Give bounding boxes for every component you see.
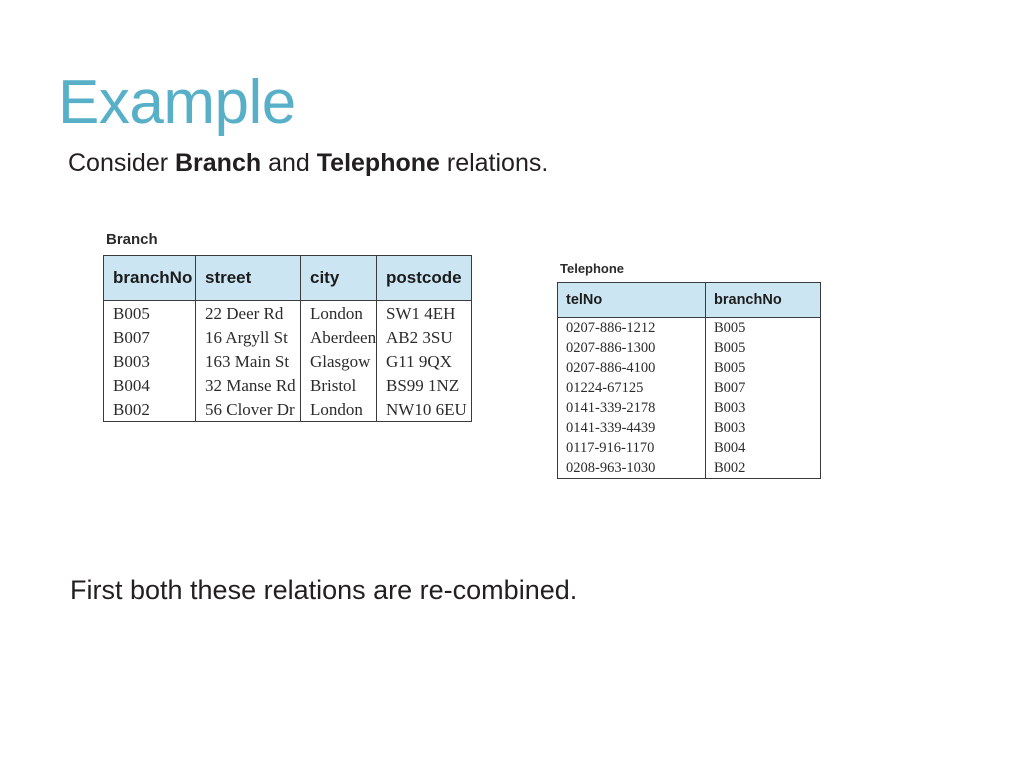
table-cell: London [300, 300, 377, 325]
subtitle-relation-telephone: Telephone [316, 149, 440, 177]
table-cell: B007 [103, 325, 196, 349]
table-cell: B005 [714, 339, 746, 356]
table-row: 0207-886-4100 B005 [557, 358, 821, 378]
table-row: 0117-916-1170 B004 [557, 438, 821, 458]
subtitle-lead: Consider [68, 149, 175, 177]
table-cell: B005 [103, 300, 196, 325]
table-cell: Aberdeen [300, 325, 377, 349]
table-cell: 32 Manse Rd [195, 373, 301, 397]
table-cell: 0117-916-1170 [557, 438, 706, 458]
table-cell: 0207-886-1300 [557, 338, 706, 358]
table-cell: B005 [714, 319, 746, 336]
subtitle-conjunction: and [261, 149, 317, 177]
subtitle-line: Consider Branch and Telephone relations. [68, 148, 548, 178]
branch-table-caption: Branch [106, 231, 158, 248]
column-header-street: street [195, 255, 301, 301]
table-row: 0207-886-1300 B005 [557, 338, 821, 358]
table-cell: B007 [714, 379, 746, 396]
subtitle-tail: relations. [439, 149, 549, 177]
table-cell: B004 [103, 373, 196, 397]
table-cell: 16 Argyll St [195, 325, 301, 349]
table-cell: G11 9QX [386, 351, 452, 371]
table-cell: 163 Main St [195, 349, 301, 373]
table-cell: B003 [103, 349, 196, 373]
table-cell: 0141-339-4439 [557, 418, 706, 438]
table-cell: 22 Deer Rd [195, 300, 301, 325]
column-header-city: city [300, 255, 377, 301]
table-cell: Glasgow [300, 349, 377, 373]
table-cell: 0207-886-4100 [557, 358, 706, 378]
table-cell: 01224-67125 [557, 378, 706, 398]
column-header-branchno: branchNo [705, 282, 821, 318]
table-cell: B002 [103, 397, 196, 422]
column-header-branchno: branchNo [103, 255, 196, 301]
table-cell: 56 Clover Dr [195, 397, 301, 422]
table-cell: Bristol [300, 373, 377, 397]
page-title: Example [58, 68, 296, 137]
table-row: 0207-886-1212 B005 [557, 317, 821, 338]
table-cell: B005 [714, 359, 746, 376]
table-cell: 0208-963-1030 [557, 458, 706, 479]
table-cell: B003 [714, 399, 746, 416]
table-cell: 0207-886-1212 [557, 317, 706, 338]
table-cell: B002 [714, 459, 746, 476]
column-header-telno: telNo [557, 282, 706, 318]
table-cell: B003 [714, 419, 746, 436]
footnote-text: First both these relations are re-combin… [70, 575, 578, 605]
table-cell: NW10 6EU [386, 399, 467, 419]
table-cell: London [300, 397, 377, 422]
table-row: 0208-963-1030 B002 [557, 458, 821, 479]
table-cell: B004 [714, 439, 746, 456]
table-cell: BS99 1NZ [386, 375, 460, 395]
telephone-table-caption: Telephone [560, 261, 625, 276]
table-row: 0141-339-2178 B003 [557, 398, 821, 418]
table-row: 01224-67125 B007 [557, 378, 821, 398]
column-header-postcode: postcode [376, 255, 472, 301]
table-cell: SW1 4EH [386, 303, 456, 323]
subtitle-relation-branch: Branch [175, 149, 262, 177]
table-cell: AB2 3SU [386, 327, 453, 347]
table-row: 0141-339-4439 B003 [557, 418, 821, 438]
table-cell: 0141-339-2178 [557, 398, 706, 418]
